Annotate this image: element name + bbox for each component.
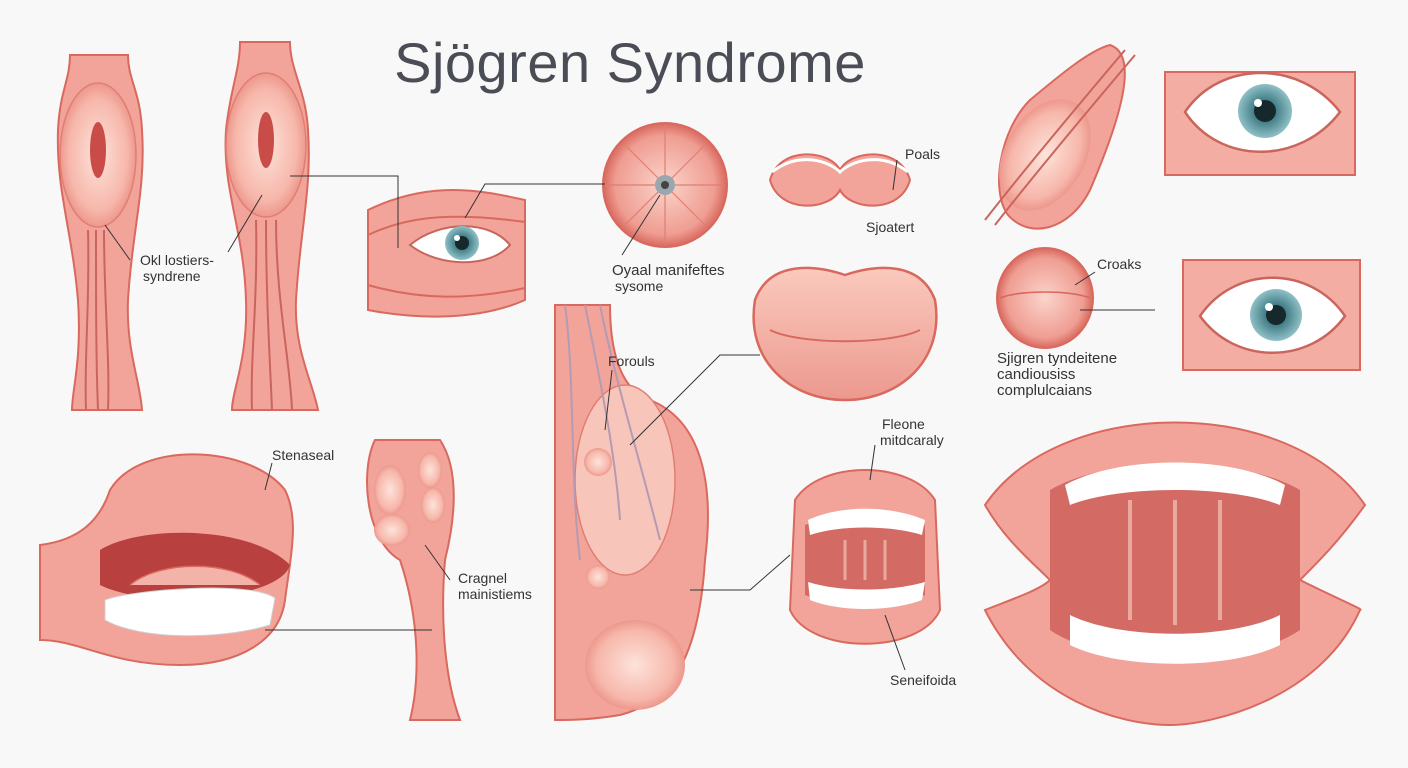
round-gland: [602, 122, 728, 248]
mouth-side-view: [39, 453, 294, 667]
label-cragnel-1: Cragnel: [458, 570, 508, 586]
tall-cross-section: [554, 304, 709, 722]
label-forouls: Forouls: [608, 353, 655, 369]
label-poals: Poals: [905, 146, 941, 162]
elongated-gland: [366, 439, 462, 721]
label-gland-left-1: Okl lostiers-: [140, 252, 214, 268]
leader-lines: [104, 159, 1155, 671]
eye-mid-right: [1182, 259, 1361, 371]
eye-top-right: [1164, 71, 1356, 176]
label-oral-2: sysome: [615, 278, 664, 294]
label-sjoatert: Sjoatert: [866, 219, 915, 235]
eye-tissue-section: [367, 189, 526, 318]
small-round-gland: [996, 247, 1094, 349]
label-seneifoida: Seneifoida: [890, 672, 957, 688]
gland-duct-left: [56, 54, 144, 411]
mouth-front-large: [983, 421, 1367, 727]
label-sjogren-2: candiousiss: [997, 366, 1076, 383]
diagram-title: Sjögren Syndrome: [394, 31, 866, 94]
label-gland-left-2: syndrene: [143, 268, 201, 284]
label-oral-1: Oyaal manifeftes: [612, 262, 725, 279]
figure-eight-gland: [768, 153, 912, 207]
gland-top-right: [984, 43, 1136, 230]
label-fleone-2: mitdcaraly: [880, 432, 944, 448]
label-cragnel-2: mainistiems: [458, 586, 532, 602]
label-croaks: Croaks: [1097, 256, 1142, 272]
label-fleone-1: Fleone: [882, 416, 925, 432]
mouth-front-small: [788, 469, 942, 645]
lips-closed: [752, 266, 938, 402]
label-sjogren-3: complulcaians: [997, 382, 1093, 399]
label-sjogren-1: Sjigren tyndeitene: [997, 350, 1118, 367]
label-stenaseal: Stenaseal: [272, 447, 335, 463]
gland-duct-right: [224, 41, 320, 411]
